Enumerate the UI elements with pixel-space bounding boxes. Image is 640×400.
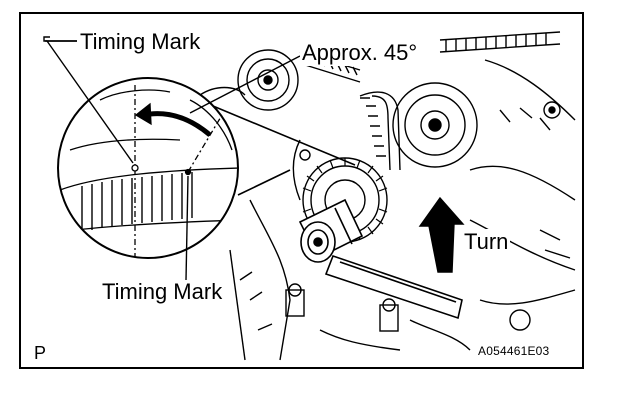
view-letter: P [34,343,47,363]
approx-angle-label: Approx. 45° [300,40,420,66]
socket-wrench [298,198,463,320]
timing-mark-label-top: Timing Mark [80,29,201,54]
leader-lines [43,36,301,281]
magnified-inset [57,77,239,259]
turn-arrow [418,196,465,273]
figure-code: A054461E03 [478,344,550,358]
timing-mark-label-bottom: Timing Mark [102,279,223,304]
turn-label: Turn [462,229,511,255]
magnifier-connector [212,105,356,196]
